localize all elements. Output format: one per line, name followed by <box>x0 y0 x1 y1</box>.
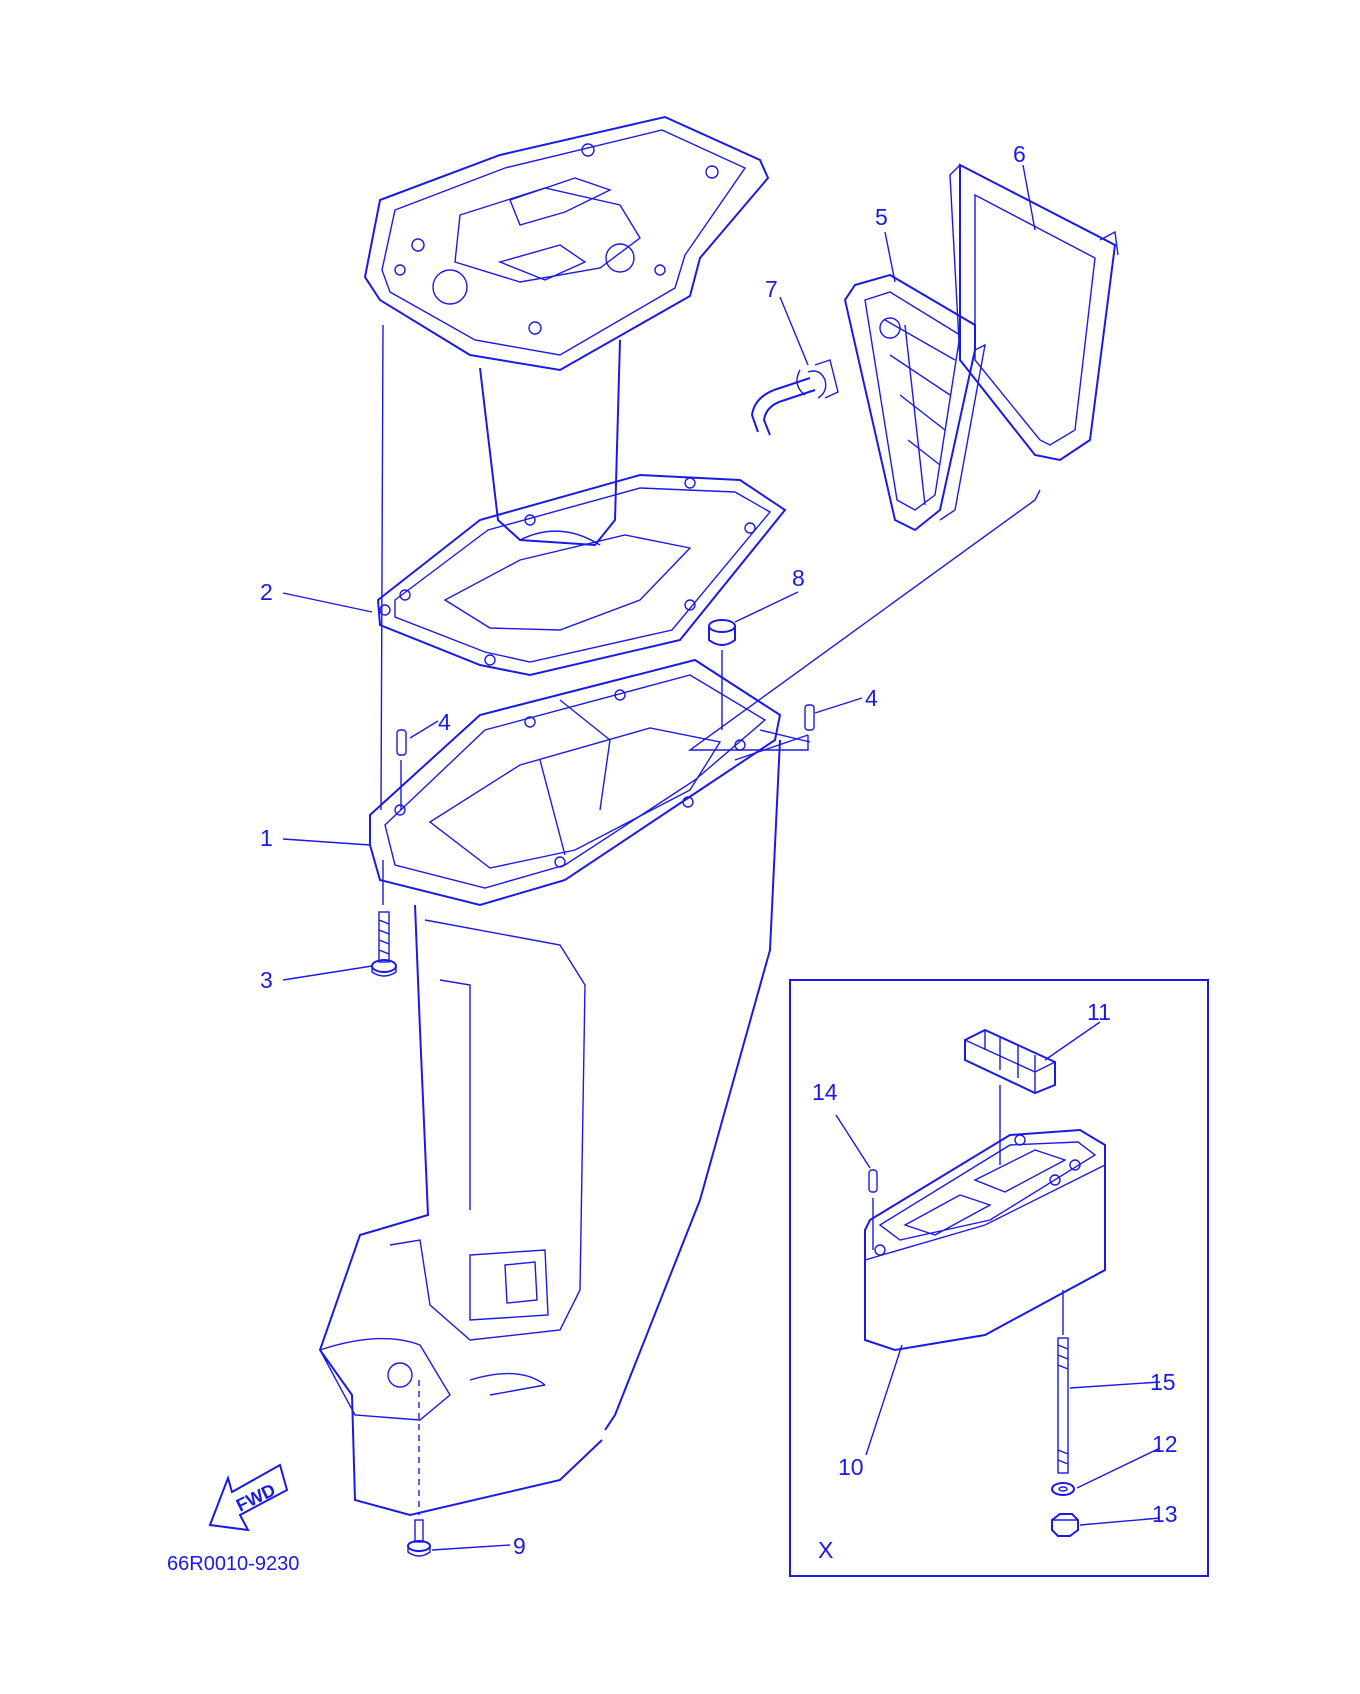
washer <box>1051 1482 1075 1496</box>
extension-casing <box>864 1128 1106 1352</box>
fwd-arrow: FWD <box>208 1463 289 1532</box>
callout-6: 6 <box>1013 141 1026 167</box>
callout-13: 13 <box>1152 1501 1178 1527</box>
callout-7: 7 <box>765 276 778 302</box>
nut <box>1051 1513 1079 1537</box>
gasket <box>376 473 787 677</box>
callout-5: 5 <box>875 204 888 230</box>
inset-box <box>789 979 1209 1577</box>
callout-3: 3 <box>260 967 273 993</box>
dowel-pin-left <box>396 729 407 756</box>
screw-9 <box>407 1519 431 1557</box>
leader-lines <box>282 164 1161 1551</box>
callout-10: 10 <box>838 1454 864 1480</box>
callout-11: 11 <box>1087 999 1111 1025</box>
exhaust-guide <box>363 115 770 547</box>
callout-9: 9 <box>513 1533 526 1559</box>
callout-15: 15 <box>1150 1369 1176 1395</box>
callout-14: 14 <box>812 1079 838 1105</box>
dowel-pin-right <box>804 704 815 731</box>
callout-8: 8 <box>792 565 805 591</box>
stud-bolt <box>1057 1337 1069 1474</box>
bolt-3 <box>371 911 397 977</box>
inset-label: X <box>818 1537 833 1563</box>
drawing-code: 66R0010-9230 <box>167 1553 299 1575</box>
callout-4-left: 4 <box>438 709 451 735</box>
callout-4-right: 4 <box>865 685 878 711</box>
hose <box>750 359 839 436</box>
callout-1: 1 <box>260 825 273 851</box>
upper-casing <box>318 658 782 1517</box>
pin-14 <box>868 1169 878 1193</box>
seal <box>949 163 1119 462</box>
reference-lines <box>380 324 1041 1515</box>
damper-block <box>964 1028 1056 1095</box>
cover-plate <box>843 273 986 532</box>
fwd-label: FWD <box>233 1480 279 1516</box>
callout-2: 2 <box>260 579 273 605</box>
callouts: 1 2 3 4 4 5 6 7 8 9 10 11 12 13 14 15 <box>260 141 1178 1559</box>
callout-12: 12 <box>1152 1431 1178 1457</box>
grommet <box>708 619 736 646</box>
